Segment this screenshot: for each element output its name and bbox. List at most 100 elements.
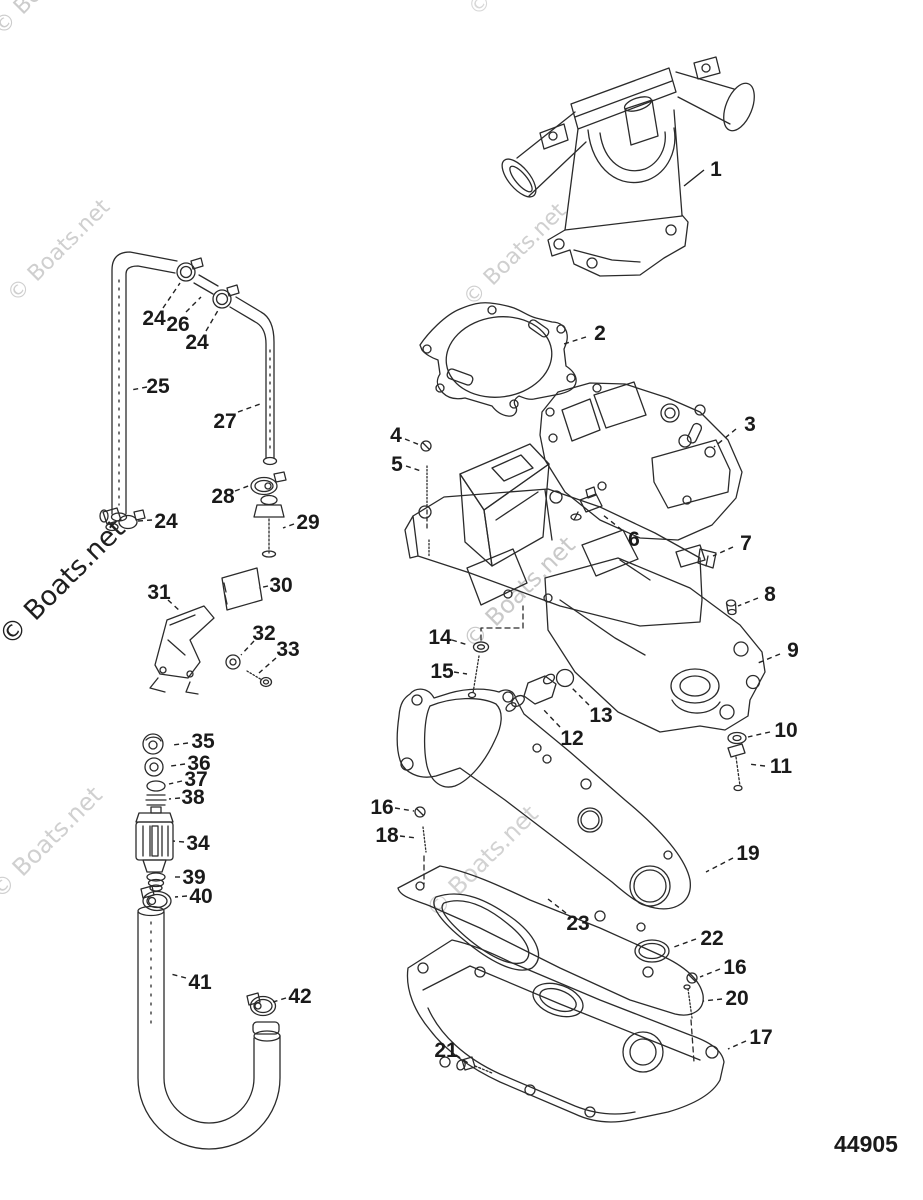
part-17-end-plate: [406, 939, 725, 1123]
part-16-screw-upper: [414, 806, 426, 818]
callout-leader: [547, 898, 567, 914]
part-13-o-ring: [555, 668, 575, 688]
callout-leader: [702, 998, 723, 1002]
callout-label: 36: [187, 752, 210, 775]
part-42-clamp: [246, 992, 280, 1035]
part-18-stud: [422, 826, 427, 853]
callout-11: 11: [747, 755, 792, 778]
watermark-boats-net: © Boats.net: [464, 0, 577, 21]
watermark-boats-net: © Boats.net: [0, 781, 108, 904]
callout-label: 3: [744, 413, 756, 436]
callout-leader: [167, 599, 181, 612]
figure-number: 44905: [834, 1131, 898, 1157]
part-32-washer: [225, 654, 241, 670]
callout-leader: [394, 807, 415, 812]
callout-16a: 16: [370, 796, 415, 819]
diagram-artwork: [99, 56, 766, 1150]
callout-label: 4: [390, 424, 402, 447]
part-8-bushing: [725, 599, 737, 616]
callout-leader: [162, 282, 181, 309]
callout-3: 3: [713, 413, 756, 448]
callout-label: 17: [749, 1026, 772, 1049]
callout-leader: [240, 640, 255, 656]
callout-leader: [727, 1040, 747, 1050]
callout-label: 31: [147, 581, 171, 604]
callout-12: 12: [541, 707, 584, 750]
callout-leader: [282, 523, 295, 529]
callout-30: 30: [258, 574, 293, 597]
part-1-air-silencer-assembly: [501, 56, 755, 277]
hose-elbow-fitting: [99, 507, 122, 532]
callout-label: 38: [181, 786, 205, 809]
part-19-gasket: [396, 688, 691, 932]
callout-leader: [137, 519, 153, 522]
part-41-hose: [137, 905, 281, 1150]
callout-leader: [168, 797, 181, 800]
callout-leader: [174, 895, 188, 898]
part-40-clamp: [140, 885, 172, 912]
part-37-o-ring: [146, 780, 166, 792]
callout-8: 8: [737, 583, 776, 607]
callout-40: 40: [174, 885, 213, 908]
callout-label: 20: [725, 987, 748, 1010]
callout-label: 10: [774, 719, 797, 742]
part-39-fitting: [146, 872, 166, 892]
callout-16b: 16: [699, 956, 747, 979]
part-23-divider-plate: [397, 865, 704, 1016]
callout-leader: [571, 687, 590, 706]
callout-26: 26: [166, 296, 202, 336]
callout-31: 31: [147, 581, 181, 612]
callout-leader: [712, 546, 734, 557]
callout-leader: [234, 484, 252, 492]
callout-leader: [185, 296, 202, 313]
part-28-clamp: [250, 471, 287, 496]
callout-leader: [170, 973, 187, 979]
callout-27: 27: [213, 402, 264, 433]
part-6-fitting: [570, 486, 603, 521]
callout-label: 39: [182, 866, 205, 889]
part-24-clamp-b: [212, 284, 240, 309]
callout-leader: [272, 997, 287, 1003]
callout-35: 35: [172, 730, 215, 753]
callout-label: 18: [375, 824, 399, 847]
callout-label: 32: [252, 622, 275, 645]
callout-leader: [453, 671, 468, 675]
callout-10: 10: [747, 719, 798, 742]
callout-37: 37: [168, 768, 208, 791]
callout-1: 1: [683, 158, 722, 187]
callout-leader: [399, 835, 417, 839]
callout-label: 2: [594, 322, 606, 345]
part-35-nut: [142, 733, 164, 755]
callout-13: 13: [571, 687, 613, 727]
callout-36: 36: [170, 752, 211, 775]
callout-24b: 24: [185, 306, 221, 354]
part-3-plate-gasket: [539, 381, 743, 541]
callout-leader: [747, 763, 766, 767]
callout-label: 33: [276, 638, 299, 661]
callout-leader: [737, 597, 759, 607]
callout-34: 34: [172, 832, 210, 855]
callout-label: 16: [370, 796, 393, 819]
callout-label: 29: [296, 511, 319, 534]
callout-39: 39: [171, 866, 206, 889]
callout-20: 20: [702, 987, 749, 1010]
part-33-bolt: [246, 670, 273, 688]
part-16-screw-lower: [686, 972, 698, 984]
callout-label: 24: [142, 307, 166, 330]
callout-42: 42: [272, 985, 312, 1008]
callout-leader: [747, 731, 771, 738]
callout-leader: [258, 585, 269, 589]
callout-label: 9: [787, 639, 799, 662]
watermark-boats-net: © Boats.net: [0, 0, 101, 40]
callout-leader: [757, 653, 781, 664]
callout-9: 9: [757, 639, 799, 664]
callout-leader: [205, 306, 221, 332]
part-2-gasket: [419, 302, 577, 417]
callout-leader: [168, 780, 183, 785]
callout-leader: [455, 1054, 469, 1064]
callout-leader: [172, 742, 189, 746]
callout-label: 13: [589, 704, 612, 727]
